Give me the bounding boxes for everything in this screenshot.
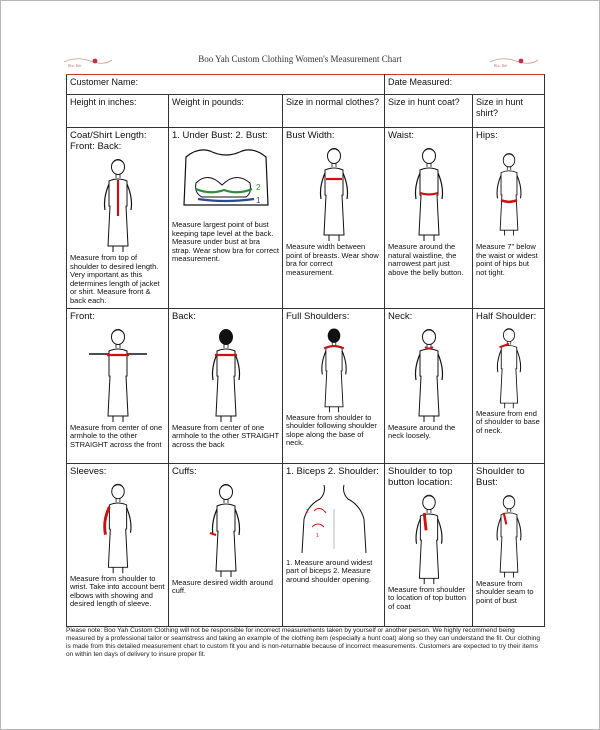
customer-row: Customer Name: Date Measured: [65,74,546,95]
hunt-coat-size-field[interactable]: Size in hunt coat? [384,94,474,128]
cell-label: Sleeves: [70,465,107,477]
hunt-shirt-size-field[interactable]: Size in hunt shirt? [472,94,546,128]
back-figure [211,328,240,422]
document-title: Boo Yah Custom Clothing Women's Measurem… [198,54,402,64]
svg-text:1: 1 [256,196,261,205]
svg-text:2: 2 [256,183,261,192]
brand-logo-right: Boo Yah [489,58,539,68]
measurement-row-1: Coat/Shirt Length: Front: Back: Measure … [66,127,546,309]
height-field[interactable]: Height in inches: [66,94,169,128]
svg-text:1: 1 [316,533,319,539]
cell-description: Measure largest point of bust keeping ta… [172,220,279,264]
cell-label: Back: [172,310,196,322]
svg-text:Boo Yah: Boo Yah [494,63,507,68]
coat-length-cell[interactable]: Coat/Shirt Length: Front: Back: Measure … [66,127,169,309]
cell-description: Measure desired width around cuff. [172,577,273,596]
sizes-row: Height in inches: Weight in pounds: Size… [66,94,546,128]
shoulder-bust-cell[interactable]: Shoulder to Bust: Measure from shoulder … [472,462,546,627]
normal-size-field[interactable]: Size in normal clothes? [281,94,386,128]
cell-label: Hips: [476,130,498,141]
cell-description: Measure around the neck loosely. [388,422,456,441]
top-button-cell[interactable]: Shoulder to top button location: Measure… [384,462,474,627]
cell-label: Bust Width: [286,130,335,141]
bra-diagram: 2 1 [182,149,269,206]
cell-description: Measure from center of one armhole to th… [70,422,163,449]
cell-label: Cuffs: [172,465,197,477]
neck-figure [414,328,443,422]
half-shoulder-figure [496,327,521,408]
sleeves-figure [102,483,132,573]
cell-label: Half Shoulder: [476,310,537,322]
date-measured-field[interactable]: Date Measured: [384,74,546,95]
cell-description: Measure from end of shoulder to base of … [476,408,540,435]
cell-description: Measure around the natural waistline, th… [388,242,464,277]
hips-cell[interactable]: Hips: Measure 7" below the waist or wide… [472,127,546,309]
shoulder-bust-figure [496,494,522,578]
cell-label: Shoulder to Bust: [476,465,525,488]
bust-cell[interactable]: 1. Under Bust: 2. Bust: 2 1 Measure larg… [168,127,283,309]
full-shoulders-cell[interactable]: Full Shoulders: Measure from shoulder to… [281,307,386,464]
cell-description: Measure from shoulder seam to point of b… [476,578,534,605]
biceps-figure: 1 2 [301,484,367,553]
customer-name-field[interactable]: Customer Name: [65,74,386,95]
biceps-shoulder-cell[interactable]: 1. Biceps 2. Shoulder: 1 2 1. Measure ar… [281,462,386,627]
cell-description: Measure width between point of breasts. … [286,242,379,277]
front-cell[interactable]: Front: Measure from center of one armhol… [66,307,169,464]
top-button-figure [414,494,443,584]
cuffs-cell[interactable]: Cuffs: Measure desired width around cuff… [168,462,283,627]
cuffs-figure [209,483,240,577]
cell-description: Measure from shoulder to wrist. Take int… [70,573,165,609]
cell-description: Measure from top of shoulder to desired … [70,253,160,305]
cell-description: Measure from shoulder to shoulder follow… [286,412,377,448]
cell-label: Neck: [388,310,413,322]
document-header: Boo Yah Boo Yah Custom Clothing Women's … [60,50,540,74]
cell-label: Full Shoulders: [286,310,350,322]
measurement-row-2: Front: Measure from center of one armhol… [66,307,546,464]
measurement-row-3: Sleeves: Measure from shoulder to wrist.… [66,462,546,627]
shoulders-figure [320,328,347,412]
cell-label: Front: [70,310,95,322]
bust-width-cell[interactable]: Bust Width: Measure width between point … [281,127,386,309]
cell-label: 1. Under Bust: 2. Bust: [172,130,268,141]
front-figure [88,328,147,422]
measurement-table: Customer Name: Date Measured: Height in … [65,74,546,627]
waist-figure [414,148,443,241]
cell-label: Waist: [388,130,415,141]
svg-text:2: 2 [306,509,309,515]
cell-description: 1. Measure around widest part of biceps … [286,557,373,584]
neck-cell[interactable]: Neck: Measure around the neck loosely. [384,307,474,464]
weight-field[interactable]: Weight in pounds: [168,94,283,128]
cell-description: Measure 7" below the waist or widest poi… [476,242,538,277]
svg-text:Boo Yah: Boo Yah [68,63,81,68]
cell-description: Measure from shoulder to location of top… [388,584,467,611]
sleeves-cell[interactable]: Sleeves: Measure from shoulder to wrist.… [66,462,169,627]
brand-logo-left: Boo Yah [63,58,113,68]
cell-label: Coat/Shirt Length: Front: Back: [70,130,147,152]
disclaimer-note: Please note: Boo Yah Custom Clothing wil… [66,627,541,658]
length-figure [103,159,132,252]
hips-figure [496,153,522,236]
waist-cell[interactable]: Waist: Measure around the natural waistl… [384,127,474,309]
back-cell[interactable]: Back: Measure from center of one armhole… [168,307,283,464]
bust-width-figure [319,148,348,241]
cell-description: Measure from center of one armhole to th… [172,422,279,449]
cell-label: Shoulder to top button location: [388,465,453,488]
cell-label: 1. Biceps 2. Shoulder: [286,465,379,477]
half-shoulder-cell[interactable]: Half Shoulder: Measure from end of shoul… [472,307,546,464]
